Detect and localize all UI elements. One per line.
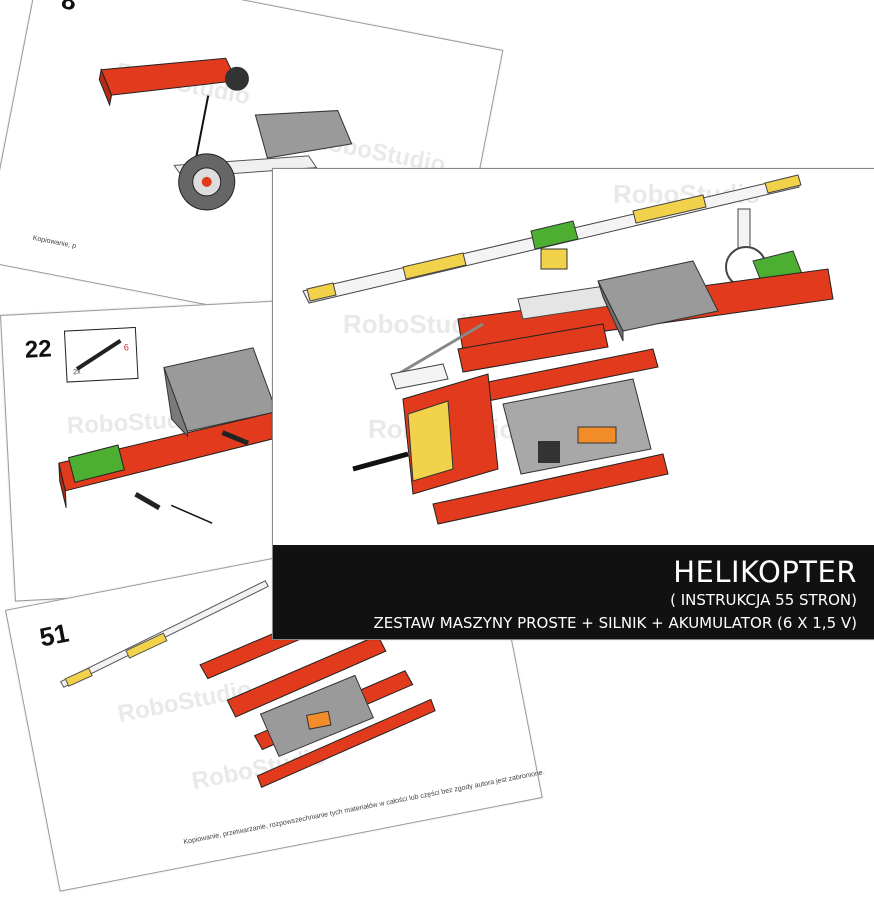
lego-parts-illustration: [98, 57, 353, 211]
kit-description: ZESTAW MASZYNY PROSTE + SILNIK + AKUMULA…: [373, 614, 857, 632]
cover-page: RoboStudio RoboStudio RoboStudio: [272, 168, 874, 640]
lego-assembly-illustration: [58, 347, 284, 524]
part-callout-box: 2x 6: [63, 326, 139, 383]
cover-title: HELIKOPTER: [673, 555, 857, 589]
title-banner: HELIKOPTER ( INSTRUKCJA 55 STRON) ZESTAW…: [273, 545, 874, 639]
cover-subtitle: ( INSTRUKCJA 55 STRON): [670, 591, 857, 609]
instruction-page-step-8: 8 RoboStudio RoboStudio Kopiowanie, p: [0, 0, 504, 352]
instruction-page-step-22: 22 2x 6 RoboStudio: [0, 290, 487, 602]
helicopter-model-illustration: [302, 174, 834, 525]
